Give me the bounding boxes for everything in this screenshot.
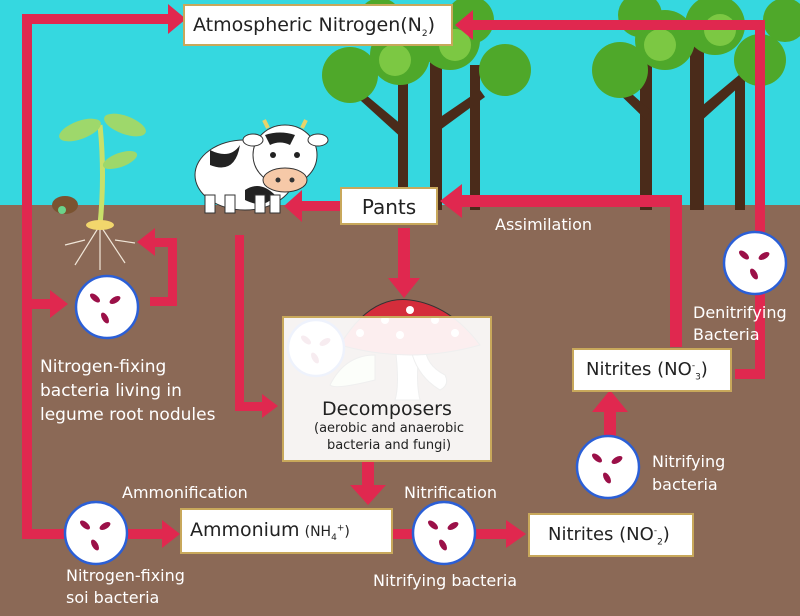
atmospheric-nitrogen-close: ) xyxy=(427,14,436,36)
nitrifying-bacteria-circle-bottom xyxy=(411,500,477,566)
ammonium-formula: (NH xyxy=(304,524,332,540)
decomposers-box: Decomposers (aerobic and anaerobic bacte… xyxy=(282,316,492,462)
atmospheric-nitrogen-box: Atmospheric Nitrogen(N2) xyxy=(183,4,453,46)
decomposers-subtitle: (aerobic and anaerobic bacteria and fung… xyxy=(314,421,464,453)
ammonium-text: Ammonium xyxy=(190,519,300,541)
atmospheric-nitrogen-sub: 2 xyxy=(421,28,428,39)
plants-text: Pants xyxy=(361,195,417,219)
soil-bacteria-circle xyxy=(63,500,129,566)
nitrites-right-box: Nitrites (NO-3) xyxy=(572,348,732,392)
nitrites-right-close: ) xyxy=(700,359,708,380)
nitrites-bottom-sub: 2 xyxy=(657,537,663,548)
arrow-denitrification xyxy=(455,10,473,40)
arrow-assimilation xyxy=(440,184,462,218)
arrow-to-legume-bacteria xyxy=(22,299,52,309)
ammonium-sub: 4 xyxy=(331,532,337,543)
nitrifying-bacteria-circle-right xyxy=(575,434,641,500)
arrow-plants-to-cow xyxy=(284,190,302,222)
arrow-to-atmosphere xyxy=(22,14,170,24)
nitrites-bottom-text: Nitrites (NO xyxy=(548,524,654,545)
ammonification-label: Ammonification xyxy=(122,483,248,502)
arrow-soil-to-left xyxy=(22,529,72,539)
arrow-to-nitrites-right xyxy=(592,390,628,412)
arrow-left-vertical xyxy=(22,14,32,539)
nitrogen-fixing-soil-label: Nitrogen-fixing soi bacteria xyxy=(66,566,185,607)
arrow-head-atmosphere xyxy=(168,4,186,34)
nitrification-label: Nitrification xyxy=(404,483,498,502)
decomposers-title: Decomposers xyxy=(322,398,452,420)
nitrites-bottom-sup: - xyxy=(653,526,658,536)
ammonium-close: ) xyxy=(344,524,350,540)
denitrifying-bacteria-circle xyxy=(722,230,788,296)
nitrifying-bottom-label: Nitrifying bacteria xyxy=(373,571,518,590)
nitrites-right-sup: - xyxy=(691,361,696,371)
arrow-plants-to-decomposers xyxy=(388,278,420,298)
nitrites-right-text: Nitrites (NO xyxy=(586,359,692,380)
nitrites-bottom-close: ) xyxy=(662,524,670,545)
plants-box: Pants xyxy=(340,187,438,225)
atmospheric-nitrogen-text: Atmospheric Nitrogen(N xyxy=(193,14,422,36)
cow xyxy=(194,119,329,214)
nitrifying-right-label: Nitrifying bacteria xyxy=(652,452,726,494)
nitrites-bottom-box: Nitrites (NO-2) xyxy=(528,513,694,557)
denitrifying-label: Denitrifying Bacteria xyxy=(693,303,787,344)
nitrogen-fixing-legume-label: Nitrogen-fixing bacteria living in legum… xyxy=(40,357,216,425)
assimilation-label: Assimilation xyxy=(495,215,592,234)
legume-bacteria-circle xyxy=(74,274,140,340)
nitrites-right-sub: 3 xyxy=(695,372,701,383)
ammonium-formula-group: (NH4+) xyxy=(304,523,350,543)
arrow-to-nitrites-bottom xyxy=(506,520,526,548)
seedling xyxy=(52,113,146,270)
ammonium-box: Ammonium (NH4+) xyxy=(180,508,393,554)
ammonium-sup: + xyxy=(336,523,345,534)
